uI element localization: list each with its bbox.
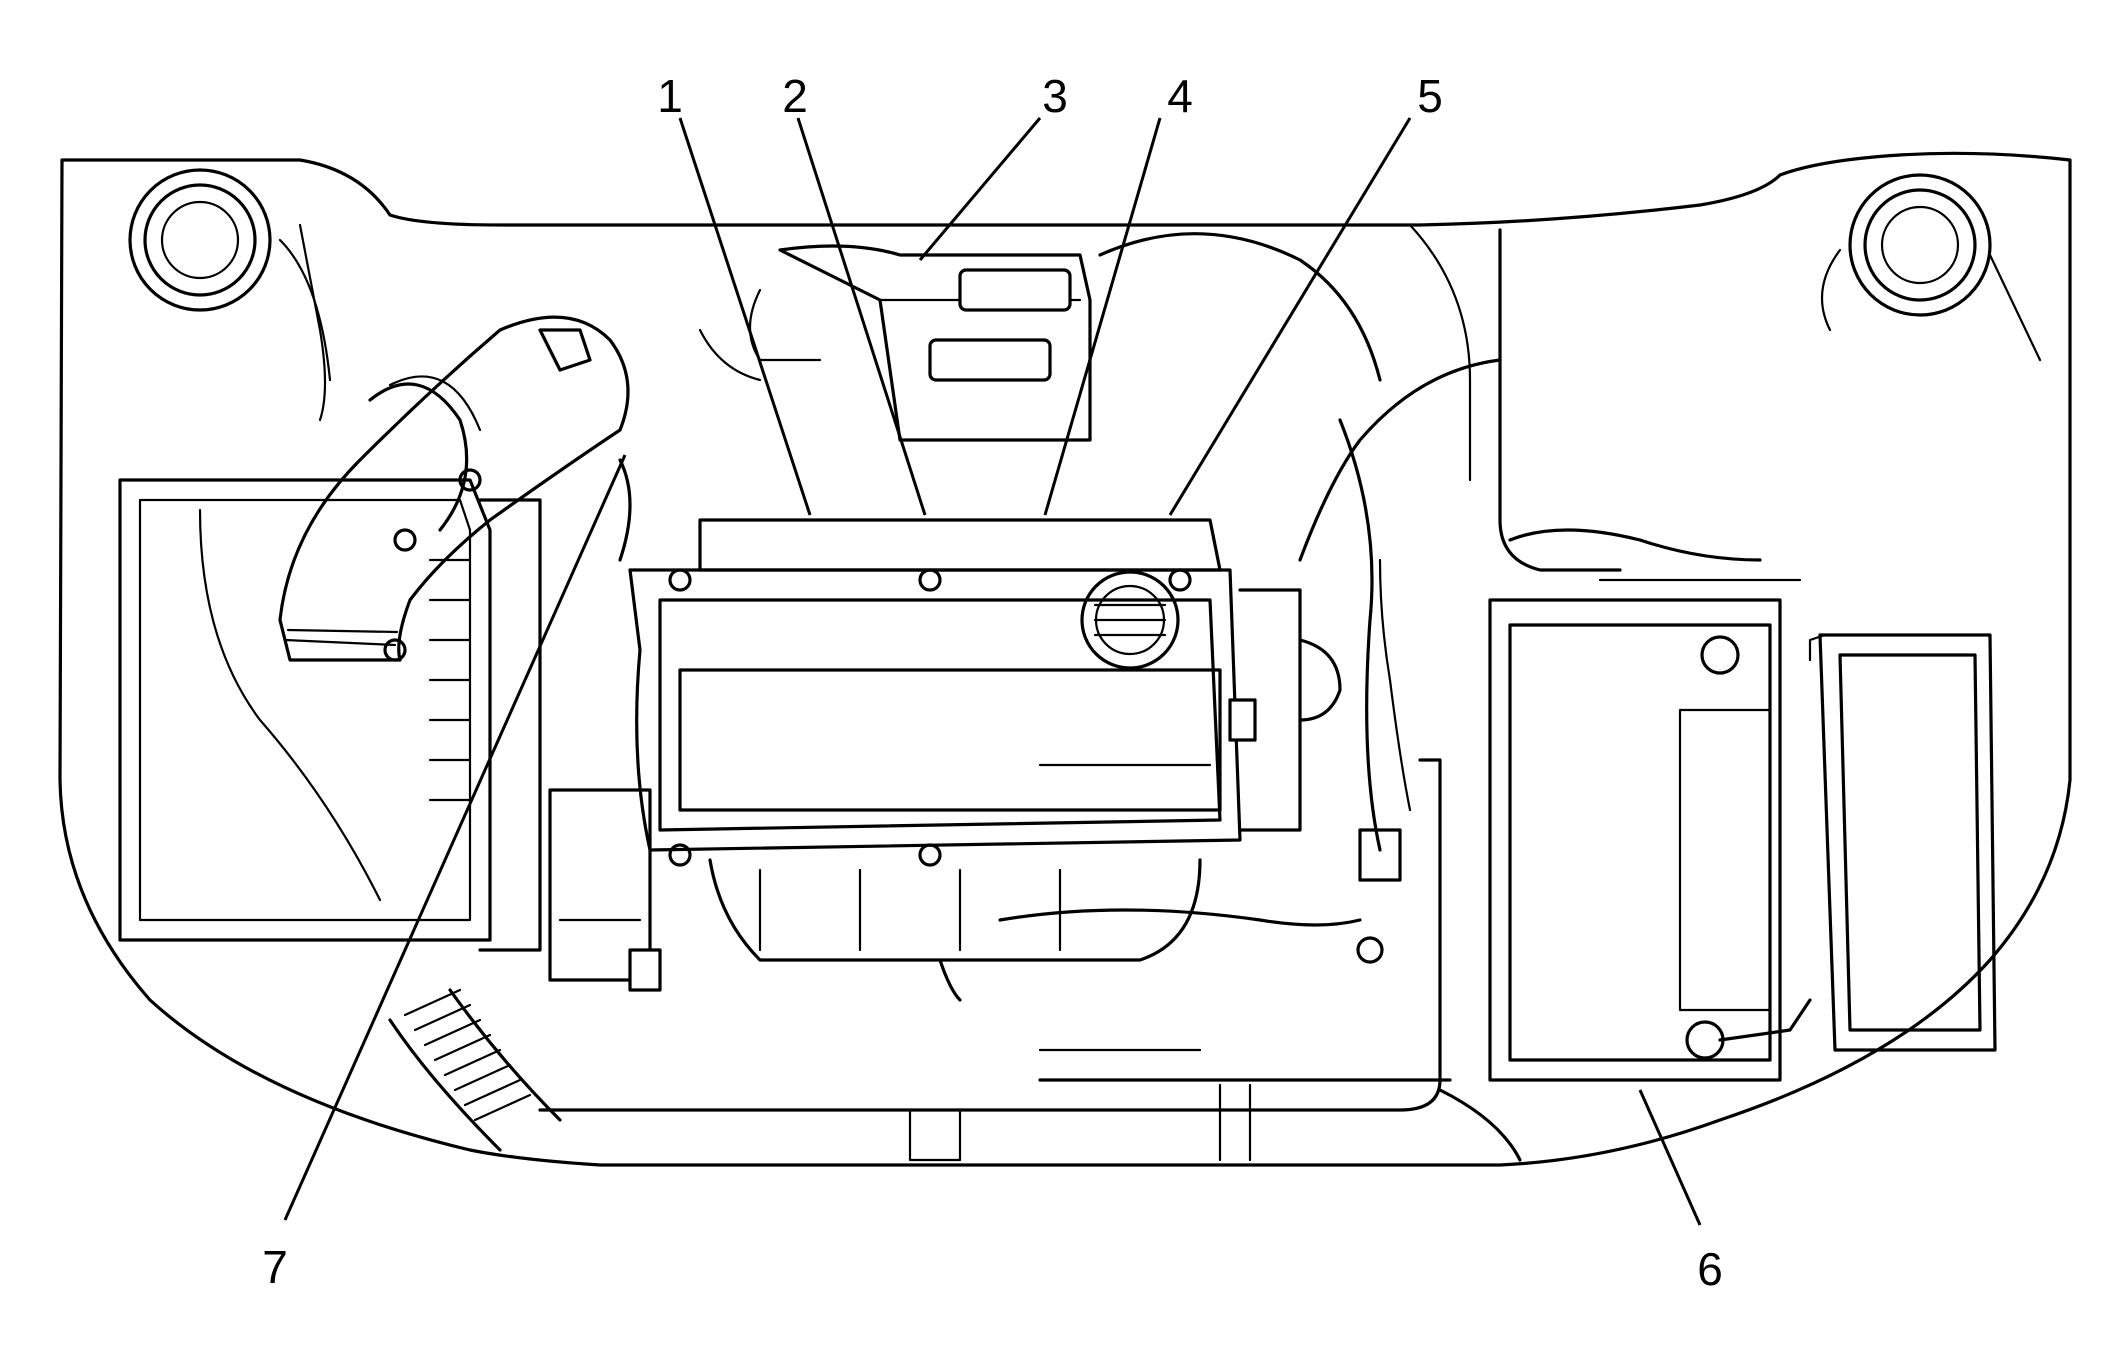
leader-3 bbox=[918, 117, 1042, 261]
lower-frame bbox=[538, 758, 1522, 1162]
callout-2: 2 bbox=[782, 70, 808, 122]
air-cleaner-box bbox=[118, 478, 542, 952]
battery bbox=[1488, 598, 1812, 1082]
lower-intake-hose bbox=[388, 988, 562, 1152]
callout-4: 4 bbox=[1167, 70, 1193, 122]
callout-7: 7 bbox=[262, 1241, 288, 1293]
engine-bay-outline bbox=[58, 151, 2072, 1167]
right-engine-side bbox=[1228, 418, 1402, 964]
leader-6 bbox=[1638, 1089, 1702, 1226]
callout-3: 3 bbox=[1042, 70, 1068, 122]
leader-7 bbox=[283, 454, 627, 1221]
engine-lower-block bbox=[708, 858, 1362, 1002]
leader-2 bbox=[796, 117, 927, 516]
left-strut-tower bbox=[128, 168, 332, 422]
intake-duct bbox=[278, 315, 630, 662]
right-strut-tower bbox=[1820, 173, 2042, 362]
callout-labels: 1 2 3 4 5 6 7 bbox=[262, 70, 1723, 1295]
wiring-harness bbox=[1298, 358, 1802, 812]
callout-5: 5 bbox=[1417, 70, 1443, 122]
engine-top-cover bbox=[628, 518, 1242, 867]
callout-leaders bbox=[283, 117, 1702, 1226]
callout-1: 1 bbox=[657, 70, 683, 122]
leader-5 bbox=[1168, 117, 1412, 516]
leader-1 bbox=[678, 117, 812, 516]
callout-6: 6 bbox=[1697, 1243, 1723, 1295]
leader-4 bbox=[1043, 117, 1162, 516]
fuse-box bbox=[1808, 633, 1997, 1052]
left-engine-side bbox=[548, 458, 662, 992]
firewall-components bbox=[698, 223, 1622, 572]
